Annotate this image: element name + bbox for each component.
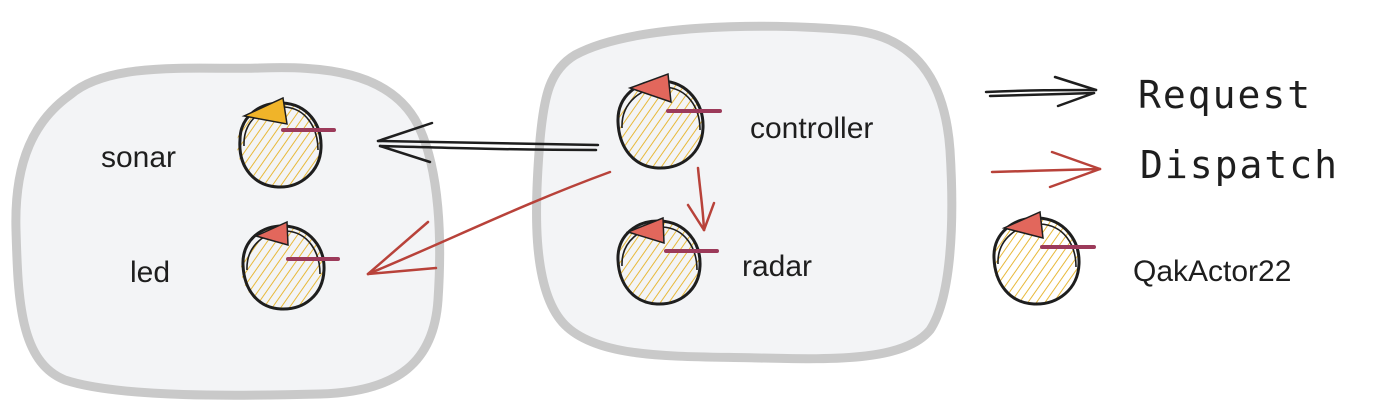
context-left (11, 63, 445, 400)
request-arrow-controller-sonar (376, 121, 600, 164)
legend-actor-label: QakActor22 (1133, 255, 1291, 288)
legend-request-label: Request (1138, 73, 1312, 117)
legend-request-arrow (984, 75, 1098, 108)
label-led: led (130, 256, 170, 289)
legend-dispatch-label: Dispatch (1140, 143, 1339, 187)
legend-actor-icon (992, 210, 1096, 306)
label-radar: radar (742, 250, 812, 283)
dispatch-arrow-controller-led (366, 170, 612, 276)
actor-led-icon (241, 220, 340, 311)
actor-radar-icon (616, 216, 719, 306)
legend: Request Dispatch QakActor22 (984, 73, 1339, 306)
dispatch-arrow-controller-radar (686, 166, 716, 232)
label-controller: controller (750, 112, 873, 145)
label-sonar: sonar (101, 141, 176, 174)
context-middle (531, 21, 957, 364)
actor-sonar-icon (237, 96, 336, 189)
actor-controller-icon (616, 72, 722, 170)
legend-dispatch-arrow (990, 150, 1102, 189)
